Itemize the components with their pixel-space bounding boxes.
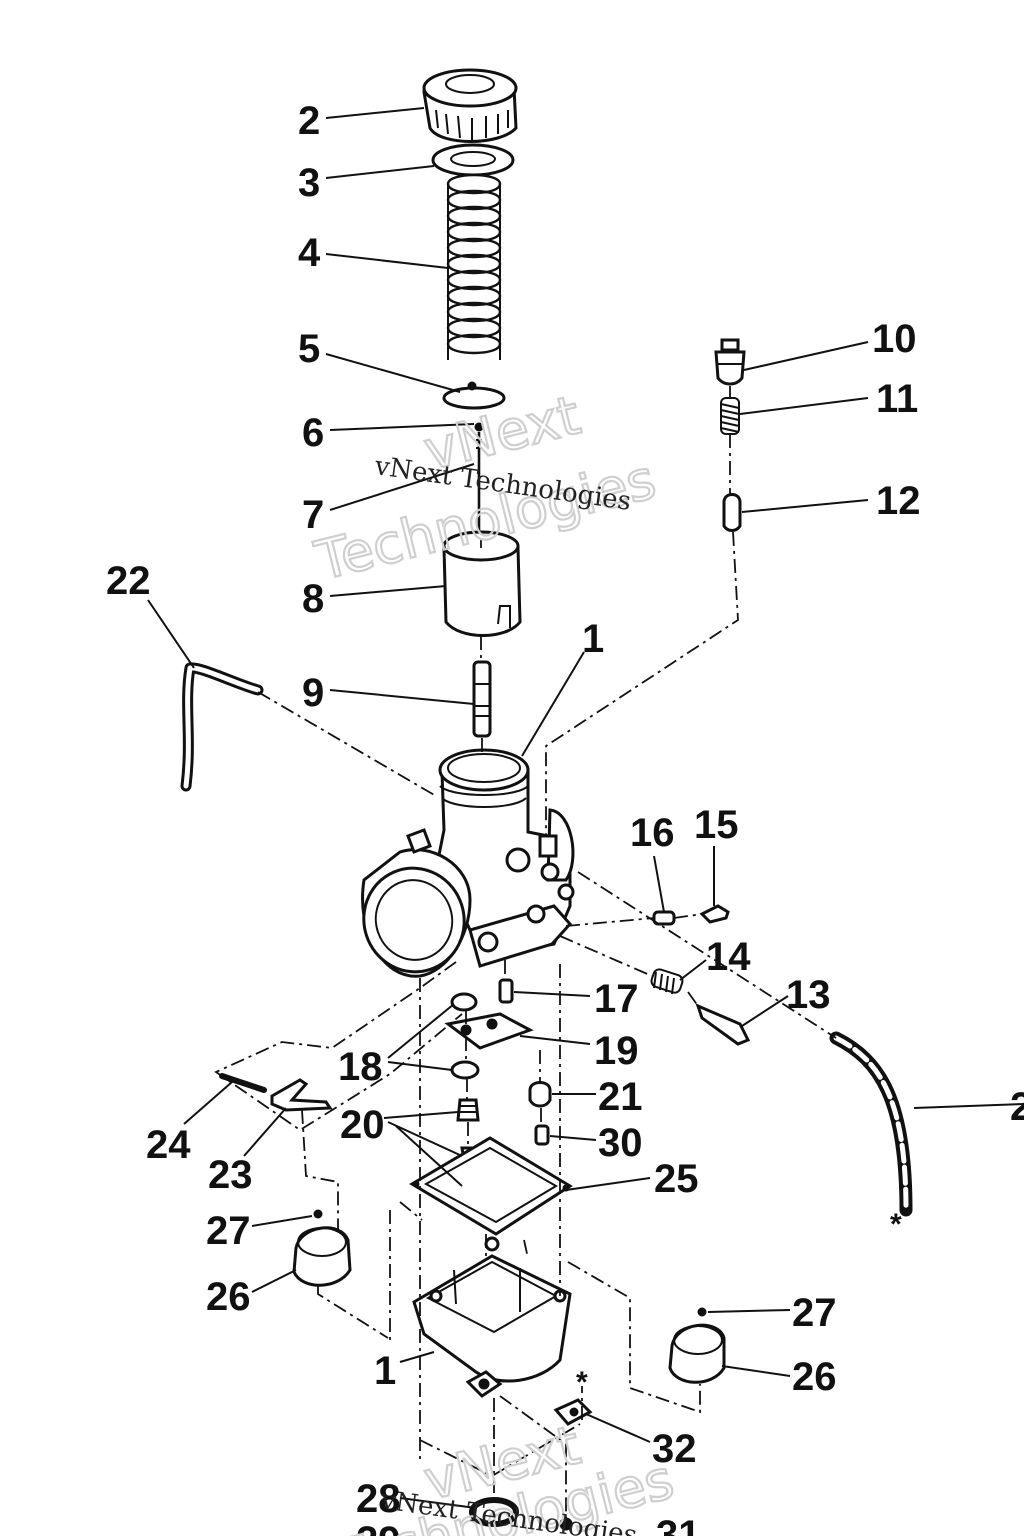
- label-17: 17: [594, 977, 639, 1021]
- label-31: 31: [656, 1513, 701, 1536]
- label-26-right: 26: [792, 1355, 837, 1399]
- label-24: 24: [146, 1123, 191, 1167]
- part-throttle-valve: [442, 530, 522, 637]
- label-14: 14: [706, 935, 751, 979]
- part-float-left: [292, 1226, 352, 1287]
- part-pin: [498, 978, 514, 1004]
- label-2: 2: [298, 99, 320, 143]
- label-29: 29: [356, 1519, 401, 1536]
- label-20: 20: [340, 1103, 385, 1147]
- part-jet-needle: [474, 422, 484, 540]
- label-10: 10: [872, 317, 917, 361]
- label-26-left: 26: [206, 1275, 251, 1319]
- label-21: 21: [598, 1075, 643, 1119]
- label-13: 13: [786, 973, 831, 1017]
- part-pilot-jet-cap: [528, 1081, 552, 1108]
- part-vent-tube-left: [180, 662, 264, 792]
- assembly-lines: [214, 386, 837, 1520]
- part-float-arm: [270, 1078, 333, 1112]
- label-22: 22: [106, 559, 151, 603]
- part-throttle-stop-spring: [650, 968, 684, 995]
- asterisk-bolt: *: [576, 1366, 588, 1399]
- part-carburetor-body: [361, 748, 575, 978]
- label-3: 3: [298, 161, 320, 205]
- label-28: 28: [356, 1477, 401, 1521]
- part-pilot-fitting: [714, 338, 746, 386]
- label-23: 23: [208, 1153, 253, 1197]
- label-1-top: 1: [582, 617, 604, 661]
- part-washer: [431, 143, 515, 177]
- part-pilot-jet: [534, 1124, 550, 1146]
- part-vent-tube-right: [829, 1031, 913, 1217]
- part-float-valve-seat-plate: [444, 1012, 534, 1050]
- label-11: 11: [876, 377, 918, 421]
- part-float-bowl: [412, 1236, 572, 1383]
- label-8: 8: [302, 577, 324, 621]
- part-float-right: [668, 1323, 726, 1384]
- leader-lines: [147, 107, 1024, 1509]
- label-12: 12: [876, 479, 921, 523]
- label-7: 7: [302, 493, 324, 537]
- label-15: 15: [694, 803, 739, 847]
- part-float-bowl-gasket: [409, 1136, 573, 1236]
- label-27-right: 27: [792, 1291, 837, 1335]
- part-throttle-stop-screw: [695, 1003, 751, 1046]
- label-6: 6: [302, 411, 324, 455]
- part-pilot-cap: [722, 493, 742, 532]
- callout-labels: 2 3 4 5 6 7 8 9 1 10 11 12 22 16 15 14 1…: [106, 99, 1024, 1536]
- label-25: 25: [654, 1157, 699, 1201]
- label-4: 4: [298, 231, 321, 275]
- label-19: 19: [594, 1029, 639, 1073]
- label-18: 18: [338, 1045, 383, 1089]
- label-2-right: 2: [1010, 1085, 1024, 1129]
- part-o-ring-upper: [450, 992, 478, 1012]
- part-needle-jet: [472, 660, 492, 738]
- part-float-pin: [219, 1073, 267, 1093]
- part-idle-screw: [699, 904, 730, 924]
- label-9: 9: [302, 671, 324, 715]
- part-float-pin-right: [697, 1307, 707, 1317]
- label-27-left: 27: [206, 1209, 251, 1253]
- part-main-jet-holder: [465, 1370, 503, 1398]
- asterisk-tube: *: [890, 1208, 902, 1241]
- label-30: 30: [598, 1121, 643, 1165]
- part-float-pin-left: [313, 1209, 323, 1219]
- label-32: 32: [652, 1427, 697, 1471]
- part-o-ring-lower: [450, 1060, 480, 1080]
- label-16: 16: [630, 811, 675, 855]
- part-cap: [422, 68, 518, 143]
- label-5: 5: [298, 327, 320, 371]
- label-1-bottom: 1: [374, 1349, 396, 1393]
- part-pilot-spring: [720, 397, 740, 435]
- part-needle-plate: [442, 381, 506, 410]
- part-spring: [446, 173, 502, 364]
